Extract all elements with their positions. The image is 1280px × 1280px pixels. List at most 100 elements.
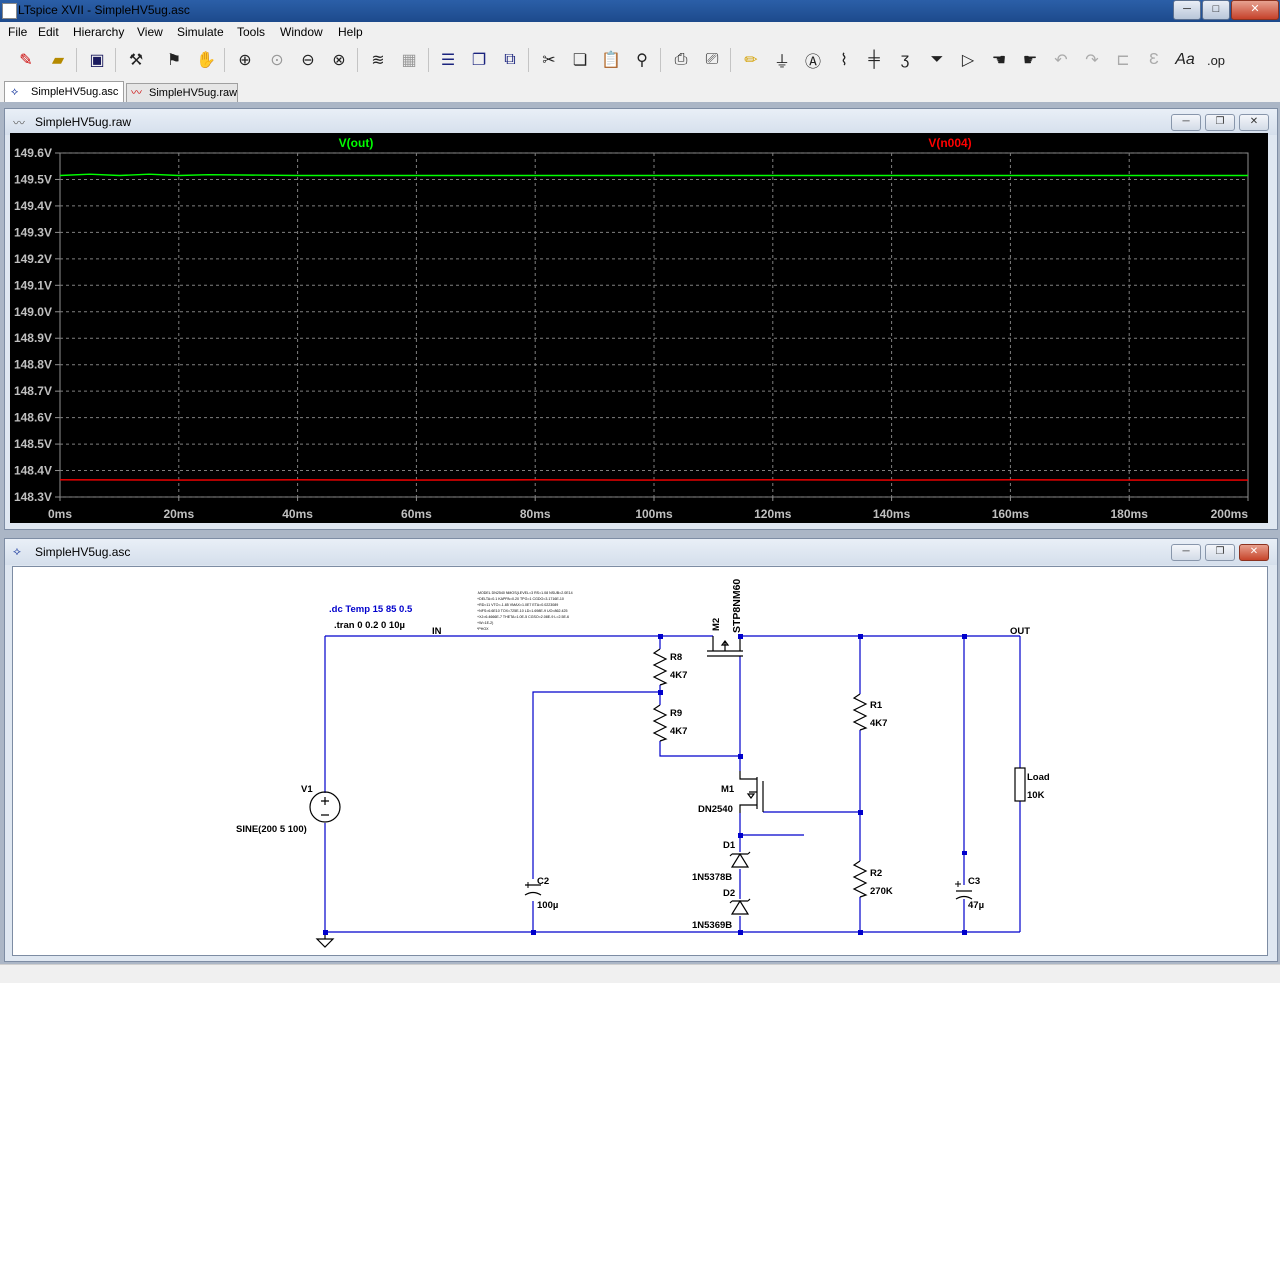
menu-bar: File Edit Hierarchy View Simulate Tools … (0, 22, 1280, 42)
model-line: *PHOX (477, 627, 489, 631)
spice-directive-icon[interactable]: .op (1206, 52, 1226, 68)
model-line: +XJ=6.4666E-7 THETA=1.0E-5 CGSO=2.08E-9 … (477, 615, 569, 619)
autorange-icon[interactable]: ≋ (371, 52, 385, 69)
document-tabs: ⟡ SimpleHV5ug.asc 〰 SimpleHV5ug.raw (0, 78, 1280, 102)
component-icon[interactable]: ▷ (961, 52, 975, 69)
dc-directive: .dc Temp 15 85 0.5 (329, 604, 413, 615)
x-tick-label: 60ms (401, 507, 432, 521)
print-icon[interactable]: ⎙ (674, 51, 688, 68)
y-tick-label: 149.4V (14, 199, 52, 213)
paste-icon[interactable]: 📋 (601, 52, 621, 69)
capacitor-icon[interactable]: ╪ (868, 51, 880, 68)
x-tick-label: 20ms (163, 507, 194, 521)
waveform-minimize-button[interactable]: ─ (1171, 114, 1201, 131)
tile-horizontal-icon[interactable]: ☰ (440, 52, 456, 69)
ground-icon[interactable]: ⏚ (773, 54, 790, 71)
copy-icon[interactable]: ❏ (572, 52, 588, 69)
close-button[interactable]: ✕ (1231, 0, 1279, 20)
toolbar: ✎ ▰ ▣ ⚒ ⚑ ✋ ⊕ ⊙ ⊖ ⊗ ≋ ▦ ☰ ❐ ⧉ ✂ ❏ 📋 ⚲ ⎙ … (0, 42, 1280, 79)
d2-value: 1N5369B (692, 920, 732, 931)
m2-ref: M2 (711, 618, 722, 631)
tab-label: SimpleHV5ug.raw (149, 87, 238, 99)
drag-icon[interactable]: ☛ (1022, 52, 1038, 69)
schematic-canvas[interactable]: IN OUT V1 SINE(200 5 100) R8 4K7 R9 4K7 … (12, 566, 1268, 956)
control-panel-icon[interactable]: ⚒ (128, 52, 144, 69)
r1-ref: R1 (870, 700, 883, 711)
r9-resistor (652, 704, 668, 742)
minimize-button[interactable]: ─ (1173, 0, 1201, 20)
waveform-tab-icon: 〰 (131, 87, 142, 99)
waveform-window-titlebar[interactable]: 〰 SimpleHV5ug.raw ─ ❐ ✕ (5, 109, 1277, 135)
title-bar: LTspice XVII - SimpleHV5ug.asc ─ □ ✕ (0, 0, 1280, 22)
cut-icon[interactable]: ✂ (542, 52, 556, 69)
cascade-icon[interactable]: ❐ (471, 52, 487, 69)
r1-resistor (852, 693, 868, 731)
net-label-in: IN (432, 626, 442, 637)
rotate-icon[interactable]: ⊏ (1116, 52, 1130, 69)
tile-vertical-icon[interactable]: ⧉ (504, 51, 516, 68)
redo-icon[interactable]: ↷ (1085, 52, 1099, 69)
c2-value: 100µ (537, 900, 558, 911)
r9-value: 4K7 (670, 726, 687, 737)
schematic-window-titlebar[interactable]: ⟡ SimpleHV5ug.asc ─ ❐ ✕ (5, 539, 1277, 565)
r9-ref: R9 (670, 708, 682, 719)
m2-mosfet (707, 636, 743, 657)
menu-window[interactable]: Window (280, 25, 323, 39)
print-setup-icon[interactable]: ⎚ (705, 51, 719, 68)
v1-ref: V1 (301, 784, 313, 795)
y-tick-label: 148.3V (14, 490, 52, 504)
menu-simulate[interactable]: Simulate (177, 25, 224, 39)
tab-schematic[interactable]: ⟡ SimpleHV5ug.asc (4, 81, 124, 102)
v1-source (309, 791, 341, 823)
new-schematic-icon[interactable]: ✎ (19, 52, 33, 69)
label-icon[interactable]: Ⓐ (804, 54, 821, 71)
menu-edit[interactable]: Edit (38, 25, 59, 39)
menu-view[interactable]: View (137, 25, 163, 39)
menu-tools[interactable]: Tools (237, 25, 266, 39)
inductor-icon[interactable]: ʒ (900, 51, 910, 68)
x-tick-label: 0ms (48, 507, 72, 521)
save-icon[interactable]: ▣ (89, 52, 105, 69)
model-directive-block: .MODEL DN2540 NMOS(LEVEL=3 RS=1.08 NSUB=… (477, 591, 573, 631)
x-tick-label: 80ms (520, 507, 551, 521)
tran-directive: .tran 0 0.2 0 10µ (334, 620, 405, 631)
menu-hierarchy[interactable]: Hierarchy (73, 25, 125, 39)
zoom-fit-icon[interactable]: ⊗ (332, 52, 346, 69)
c3-ref: C3 (968, 876, 980, 887)
v1-value: SINE(200 5 100) (236, 824, 307, 835)
r8-ref: R8 (670, 652, 682, 663)
text-icon[interactable]: Aa (1175, 51, 1195, 68)
schematic-minimize-button[interactable]: ─ (1171, 544, 1201, 561)
tab-label: SimpleHV5ug.asc (31, 86, 119, 98)
mirror-icon[interactable]: Ɛ (1149, 51, 1159, 68)
schematic-close-button[interactable]: ✕ (1239, 544, 1269, 561)
maximize-button[interactable]: □ (1202, 0, 1230, 20)
x-tick-label: 160ms (992, 507, 1030, 521)
resistor-icon[interactable]: ⌇ (840, 52, 848, 69)
waveform-close-button[interactable]: ✕ (1239, 114, 1269, 131)
plot-settings-icon[interactable]: ▦ (401, 52, 417, 69)
diode-icon[interactable]: ⏷ (930, 51, 944, 68)
zoom-in-icon[interactable]: ⊕ (238, 52, 252, 69)
load-value: 10K (1027, 790, 1045, 801)
legend-label: V(out) (339, 136, 374, 150)
move-icon[interactable]: ☚ (991, 52, 1007, 69)
zoom-out-icon[interactable]: ⊖ (301, 52, 315, 69)
y-tick-label: 149.2V (14, 252, 52, 266)
y-tick-label: 148.7V (14, 384, 52, 398)
waveform-restore-button[interactable]: ❐ (1205, 114, 1235, 131)
open-icon[interactable]: ▰ (51, 52, 65, 69)
find-icon[interactable]: ⚲ (636, 52, 648, 69)
schematic-restore-button[interactable]: ❐ (1205, 544, 1235, 561)
undo-icon[interactable]: ↶ (1054, 52, 1068, 69)
y-tick-label: 149.0V (14, 305, 52, 319)
zoom-pan-icon[interactable]: ⊙ (270, 52, 284, 69)
tab-waveform[interactable]: 〰 SimpleHV5ug.raw (126, 83, 238, 102)
x-tick-label: 200ms (1211, 507, 1249, 521)
wire-icon[interactable]: ✏ (744, 52, 758, 69)
menu-help[interactable]: Help (338, 25, 363, 39)
run-icon[interactable]: ⚑ (166, 52, 182, 69)
halt-icon[interactable]: ✋ (196, 52, 216, 69)
menu-file[interactable]: File (8, 25, 28, 39)
